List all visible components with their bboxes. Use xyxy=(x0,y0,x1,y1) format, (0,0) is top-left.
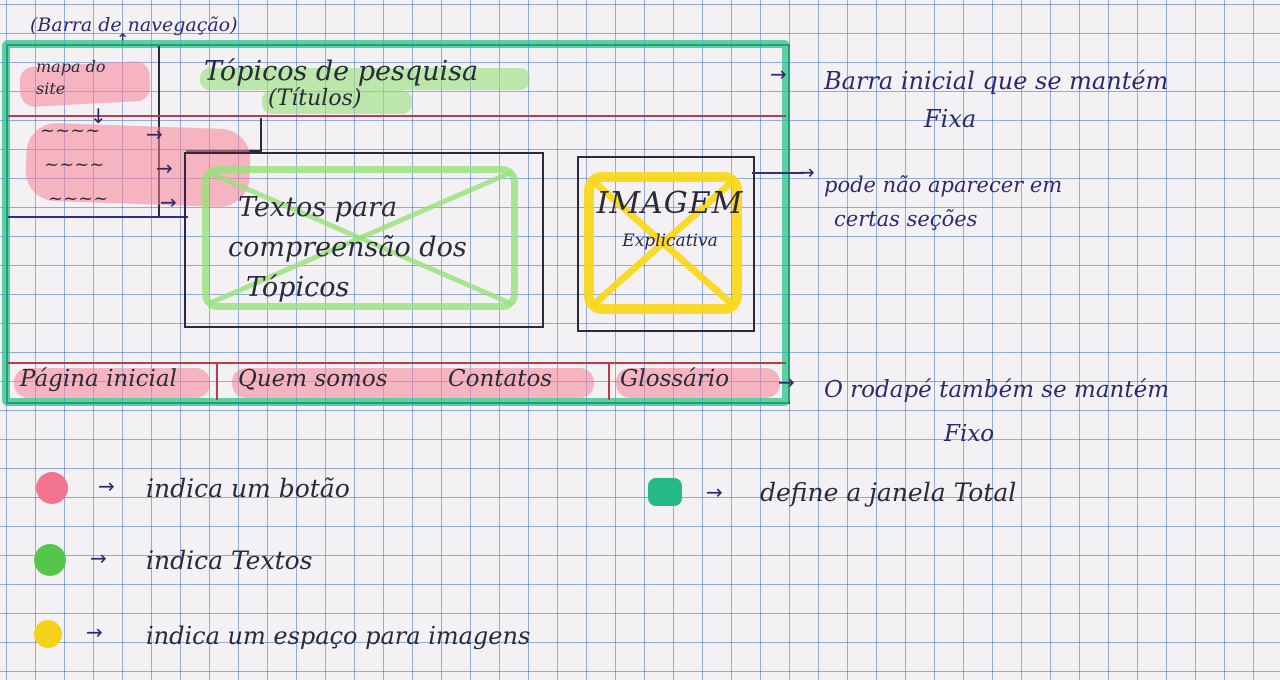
subtitle-text-highlight xyxy=(262,90,412,114)
right-arrow-icon: → xyxy=(770,62,787,86)
down-arrow-icon: ↓ xyxy=(90,104,107,128)
image-annotation-line1: pode não aparecer em xyxy=(824,173,1063,197)
footer-button-about[interactable]: Quem somos xyxy=(238,366,388,392)
footer-button-divider xyxy=(608,364,610,400)
footer-annotation-line1: O rodapé também se mantém xyxy=(824,377,1170,403)
text-content-box xyxy=(184,152,544,328)
image-label-title: IMAGEM xyxy=(596,186,744,221)
image-space-highlight xyxy=(584,172,742,314)
footer-buttons-highlight xyxy=(616,368,780,398)
image-box xyxy=(577,156,755,332)
image-annotation-line2: certas seções xyxy=(834,207,978,231)
footer-annotation: O rodapé também se mantém Fixo xyxy=(824,368,1169,456)
text-label-line3: Tópicos xyxy=(246,272,350,303)
top-bar-annotation-line1: Barra inicial que se mantém xyxy=(824,67,1169,95)
top-bar-annotation-line2: Fixa xyxy=(924,105,977,133)
text-content-highlight xyxy=(202,166,518,310)
total-window-highlight xyxy=(2,40,790,406)
site-map-label-line1: mapa do xyxy=(36,57,106,76)
right-arrow-icon: → xyxy=(778,370,795,394)
image-label: IMAGEM Explicativa xyxy=(590,186,750,251)
text-placeholder-cross xyxy=(207,169,513,307)
footer-top-line xyxy=(8,362,786,364)
footer-annotation-line2: Fixo xyxy=(944,421,995,447)
image-placeholder-cross xyxy=(589,177,737,309)
text-content-label: Textos para compreensão dos Tópicos xyxy=(228,188,467,308)
legend-dot-window xyxy=(648,478,682,506)
right-arrow-icon: → xyxy=(86,620,103,644)
sidebar-menu-item-1[interactable]: ~~~~ xyxy=(40,120,101,141)
footer-button-glossary[interactable]: Glossário xyxy=(620,366,730,392)
title-text-highlight xyxy=(200,68,530,90)
site-map-button[interactable]: mapa do site xyxy=(36,56,105,100)
legend-dot-button xyxy=(36,472,68,504)
sidebar-menu-item-3[interactable]: ~~~~ xyxy=(48,188,109,209)
sidebar-bottom-line xyxy=(8,216,188,218)
sidebar-menu-item-2[interactable]: ~~~~ xyxy=(44,154,105,175)
image-annotation: pode não aparecer em certas seções xyxy=(824,168,1062,236)
right-arrow-icon: → xyxy=(156,156,173,180)
legend-label-button: indica um botão xyxy=(146,474,350,503)
right-arrow-icon: → xyxy=(146,122,163,146)
footer-buttons-highlight xyxy=(14,368,210,398)
right-arrow-icon: → xyxy=(160,190,177,214)
right-arrow-icon: → xyxy=(706,480,723,504)
top-bar-title: Tópicos de pesquisa xyxy=(204,56,479,87)
top-bar-subtitle: (Títulos) xyxy=(268,86,362,111)
image-annotation-line xyxy=(752,172,804,174)
right-arrow-icon: → xyxy=(90,546,107,570)
top-bar-bottom-line xyxy=(8,115,786,117)
legend-label-image: indica um espaço para imagens xyxy=(146,622,531,650)
text-label-line2: compreensão dos xyxy=(228,232,467,263)
legend-dot-image xyxy=(34,620,62,648)
footer-button-divider xyxy=(216,364,218,400)
footer-button-contacts[interactable]: Contatos xyxy=(448,366,553,392)
site-map-label-line2: site xyxy=(36,79,66,98)
right-arrow-icon: → xyxy=(798,160,815,184)
legend-label-window: define a janela Total xyxy=(760,478,1017,507)
footer-button-home[interactable]: Página inicial xyxy=(20,366,177,392)
navigation-bar-note: (Barra de navegação) xyxy=(30,14,238,36)
legend-dot-text xyxy=(34,544,66,576)
text-label-line1: Textos para xyxy=(238,192,398,223)
legend-label-text: indica Textos xyxy=(146,546,313,575)
right-arrow-icon: → xyxy=(98,474,115,498)
content-divider xyxy=(260,118,262,152)
image-label-subtitle: Explicativa xyxy=(622,231,718,251)
footer-buttons-highlight xyxy=(232,368,594,398)
top-bar-annotation: Barra inicial que se mantém Fixa xyxy=(824,62,1168,138)
